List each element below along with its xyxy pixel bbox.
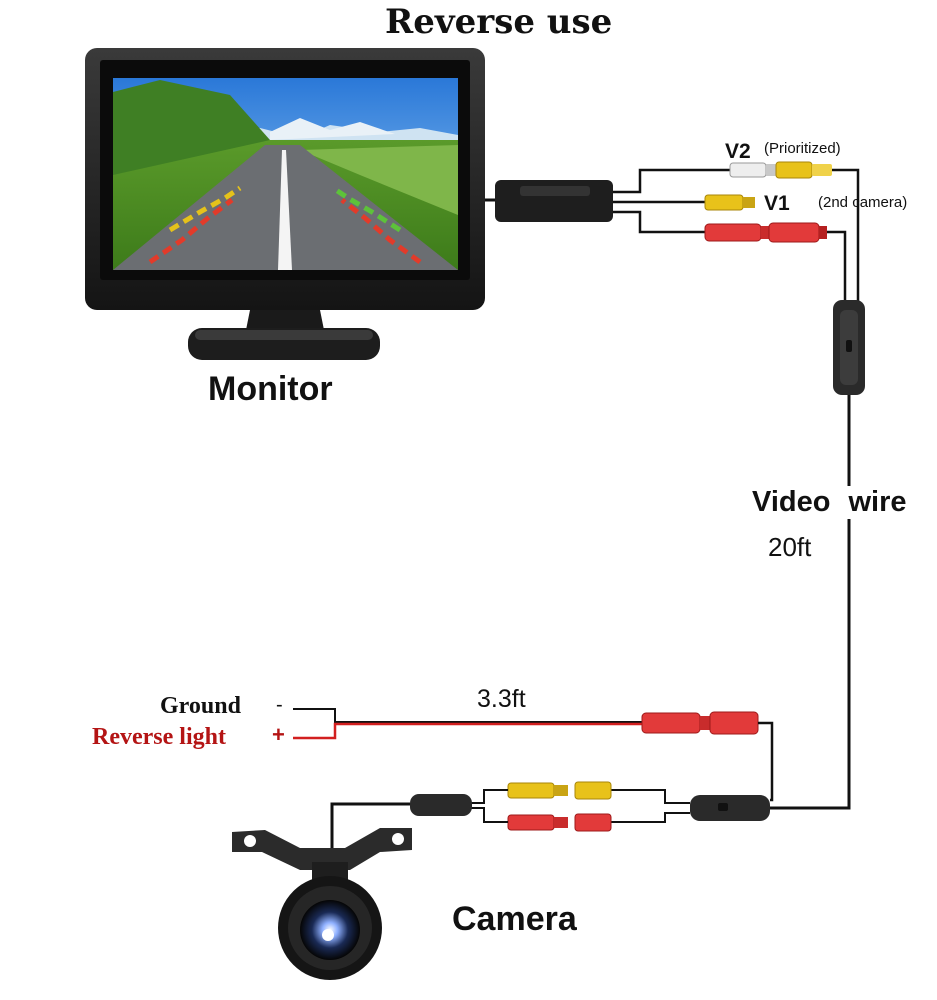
- video-wire-junction: [833, 300, 865, 395]
- v2-rca-connector: [729, 161, 832, 179]
- v1-note: (2nd camera): [818, 194, 908, 211]
- monitor-screen: [113, 78, 458, 270]
- power-wire-length: 3.3ft: [477, 685, 526, 713]
- v1-label: V1: [764, 192, 790, 215]
- camera-video-rca: [507, 781, 612, 800]
- monitor-label: Monitor: [208, 370, 333, 408]
- diagram-title: Reverse use: [385, 2, 613, 42]
- camera-power-rca: [507, 813, 612, 832]
- v2-label: V2: [725, 140, 751, 163]
- camera-harness-box-left: [410, 794, 472, 816]
- v2-note: (Prioritized): [764, 140, 841, 157]
- camera: [232, 828, 412, 980]
- monitor: [85, 48, 485, 360]
- camera-power-connector: [641, 711, 759, 735]
- ground-sign: -: [276, 694, 283, 716]
- camera-label: Camera: [452, 900, 577, 938]
- reverse-light-label: Reverse light: [92, 724, 226, 750]
- video-wire-length: 20ft: [768, 532, 812, 562]
- monitor-splitter-box: [495, 180, 613, 222]
- video-wire-label: Video wire: [752, 486, 907, 519]
- ground-label: Ground: [160, 693, 241, 719]
- camera-harness-box-right: [690, 795, 770, 821]
- reverse-light-sign: +: [272, 722, 285, 747]
- v1-rca-connector: [704, 194, 755, 211]
- monitor-power-connector: [704, 222, 827, 243]
